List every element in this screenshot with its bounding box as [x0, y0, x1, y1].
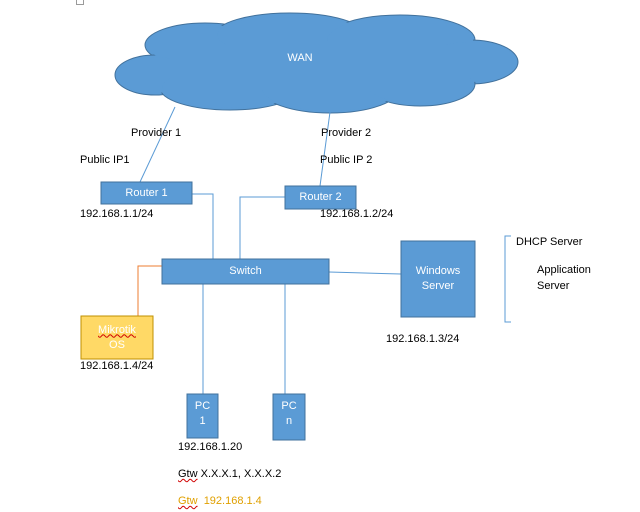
windows-server-label-line2: Server — [421, 280, 455, 292]
link-router2-switch — [239, 196, 285, 259]
link-switch-mikrotik — [137, 265, 162, 316]
pcn-box[interactable] — [272, 393, 306, 441]
mikrotik-box[interactable] — [80, 315, 154, 360]
pcn-label-line2: n — [285, 415, 293, 427]
provider2-label: Provider 2 — [321, 127, 372, 139]
router2-ip-label: 192.168.1.2/24 — [320, 208, 394, 220]
application-server-label-line2: Server — [537, 280, 570, 292]
link-switch-server — [328, 271, 402, 275]
public-ip2-label: Public IP 2 — [320, 154, 373, 166]
router1-ip-label: 192.168.1.1/24 — [80, 208, 154, 220]
gateway-line2-value: 192.168.1.4 — [203, 495, 262, 507]
pcn-label: PC n — [273, 396, 305, 432]
wan-cloud — [114, 12, 519, 114]
windows-server-box[interactable] — [400, 240, 476, 318]
services-bracket — [504, 235, 511, 323]
page-corner-mark — [76, 0, 84, 5]
link-provider1 — [139, 106, 176, 183]
switch-label: Switch — [229, 265, 262, 277]
provider1-label: Provider 1 — [131, 127, 182, 139]
mikrotik-ip-label: 192.168.1.4/24 — [80, 360, 154, 372]
mikrotik-label-line2: OS — [109, 338, 125, 351]
switch-box[interactable] — [161, 258, 330, 285]
pc1-label-line2: 1 — [199, 415, 206, 427]
gateway-line1: Gtw X.X.X.1, X.X.X.2 — [178, 468, 281, 480]
server-ip-label: 192.168.1.3/24 — [386, 333, 460, 345]
gateway-line1-value: X.X.X.1, X.X.X.2 — [197, 468, 282, 480]
public-ip1-label: Public IP1 — [80, 154, 130, 166]
pc1-label: PC 1 — [187, 396, 218, 432]
link-router1-switch — [192, 193, 214, 259]
gateway-line1-prefix: Gtw — [178, 468, 198, 480]
application-server-label-line1: Application — [537, 264, 591, 276]
mikrotik-label: Mikrotik OS — [81, 316, 153, 359]
pc1-ip-label: 192.168.1.20 — [178, 441, 243, 453]
dhcp-server-label: DHCP Server — [516, 236, 583, 248]
pc1-box[interactable] — [186, 393, 219, 439]
router1-box[interactable] — [100, 181, 193, 205]
pcn-label-line1: PC — [281, 400, 297, 412]
gateway-line2: Gtw 192.168.1.4 — [178, 495, 262, 507]
mikrotik-label-line1: Mikrotik — [98, 323, 136, 336]
wan-label: WAN — [287, 51, 313, 64]
router2-box[interactable] — [284, 185, 357, 210]
router1-label: Router 1 — [125, 186, 168, 199]
pc1-label-line1: PC — [194, 400, 211, 412]
windows-server-label: Windows Server — [401, 256, 475, 302]
link-provider2 — [319, 111, 331, 187]
router2-label: Router 2 — [299, 191, 342, 203]
windows-server-label-line1: Windows — [415, 265, 461, 277]
gateway-line2-prefix: Gtw — [178, 495, 198, 507]
